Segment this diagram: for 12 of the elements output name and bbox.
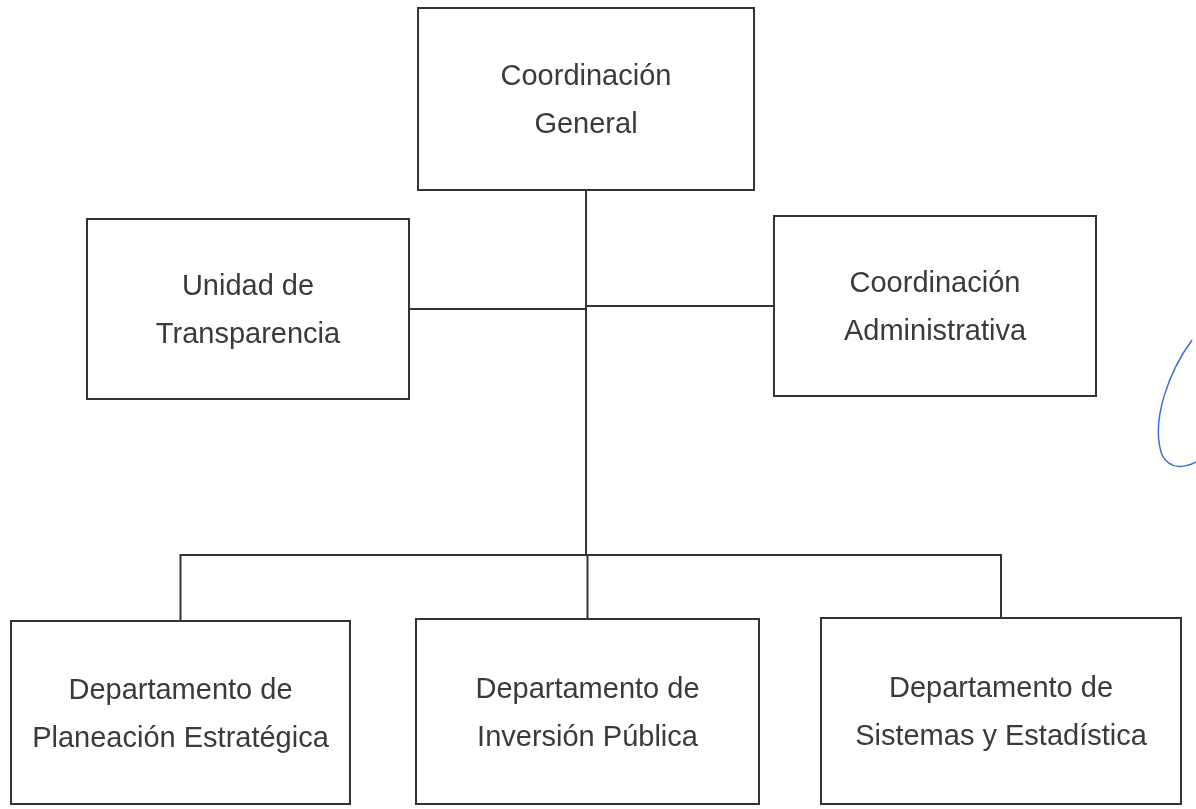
org-box	[417, 7, 755, 191]
org-box	[415, 618, 760, 805]
unit-name: Coordinación General	[499, 58, 673, 141]
org-box	[773, 215, 1097, 397]
unit-name: Departamento de Inversión Pública	[474, 670, 701, 754]
unit-name: Departamento de Planeación Estratégica	[31, 671, 330, 755]
unit-name: Unidad de Transparencia	[154, 268, 342, 351]
org-box	[820, 617, 1182, 805]
unit-name: Departamento de Sistemas y Estadística	[854, 670, 1148, 753]
org-box	[10, 620, 351, 805]
unit-name: Coordinación Administrativa	[842, 265, 1028, 348]
org-box	[86, 218, 410, 400]
